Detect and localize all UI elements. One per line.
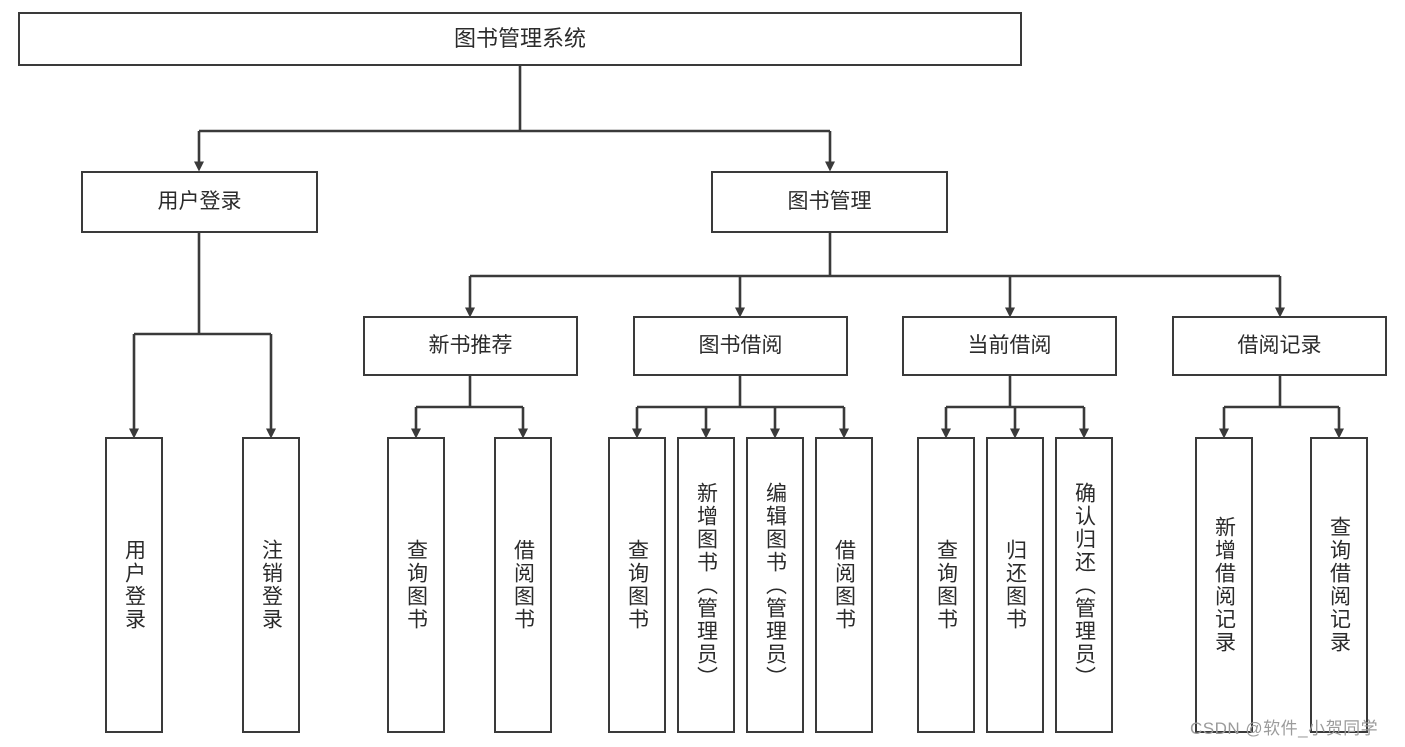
node-new-book-recommendation[interactable]: 新书推荐 [363,316,578,376]
node-user-login-label: 用户登录 [157,190,242,214]
node-leaf-query-book-1[interactable]: 查询图书 [387,437,445,733]
node-current-borrow[interactable]: 当前借阅 [902,316,1117,376]
node-leaf-edit-book[interactable]: 编辑图书（管理员） [746,437,804,733]
node-leaf-query-record[interactable]: 查询借阅记录 [1310,437,1368,733]
node-leaf-query-book-2[interactable]: 查询图书 [608,437,666,733]
node-leaf-confirm-return-label: 确认归还（管理员） [1072,481,1096,689]
node-leaf-borrow-book-2[interactable]: 借阅图书 [815,437,873,733]
node-leaf-return-book-label: 归还图书 [1003,539,1027,631]
node-leaf-add-record[interactable]: 新增借阅记录 [1195,437,1253,733]
node-leaf-confirm-return[interactable]: 确认归还（管理员） [1055,437,1113,733]
node-leaf-logout-label: 注销登录 [259,539,283,631]
node-book-borrow-label: 图书借阅 [698,334,783,358]
csdn-watermark: CSDN @软件_小贺同学 [1190,719,1379,738]
node-leaf-borrow-book-2-label: 借阅图书 [832,539,856,631]
node-leaf-return-book[interactable]: 归还图书 [986,437,1044,733]
node-leaf-add-book-label: 新增图书（管理员） [694,481,718,689]
node-borrow-record-label: 借阅记录 [1237,334,1322,358]
node-leaf-query-record-label: 查询借阅记录 [1327,516,1351,654]
node-leaf-query-book-2-label: 查询图书 [625,539,649,631]
node-leaf-user-login-label: 用户登录 [122,539,146,631]
node-leaf-logout[interactable]: 注销登录 [242,437,300,733]
node-leaf-query-book-1-label: 查询图书 [404,539,428,631]
node-leaf-add-record-label: 新增借阅记录 [1212,516,1236,654]
node-leaf-borrow-book-1[interactable]: 借阅图书 [494,437,552,733]
node-leaf-borrow-book-1-label: 借阅图书 [511,539,535,631]
node-borrow-record[interactable]: 借阅记录 [1172,316,1387,376]
node-leaf-query-book-3-label: 查询图书 [934,539,958,631]
node-leaf-user-login[interactable]: 用户登录 [105,437,163,733]
node-new-book-recommendation-label: 新书推荐 [428,334,513,358]
node-user-login[interactable]: 用户登录 [81,171,318,233]
node-root[interactable]: 图书管理系统 [18,12,1022,66]
node-book-borrow[interactable]: 图书借阅 [633,316,848,376]
node-current-borrow-label: 当前借阅 [967,334,1052,358]
node-book-manage-label: 图书管理 [787,190,872,214]
node-leaf-edit-book-label: 编辑图书（管理员） [763,481,787,689]
node-book-manage[interactable]: 图书管理 [711,171,948,233]
node-leaf-query-book-3[interactable]: 查询图书 [917,437,975,733]
node-leaf-add-book[interactable]: 新增图书（管理员） [677,437,735,733]
node-root-label: 图书管理系统 [453,25,586,51]
